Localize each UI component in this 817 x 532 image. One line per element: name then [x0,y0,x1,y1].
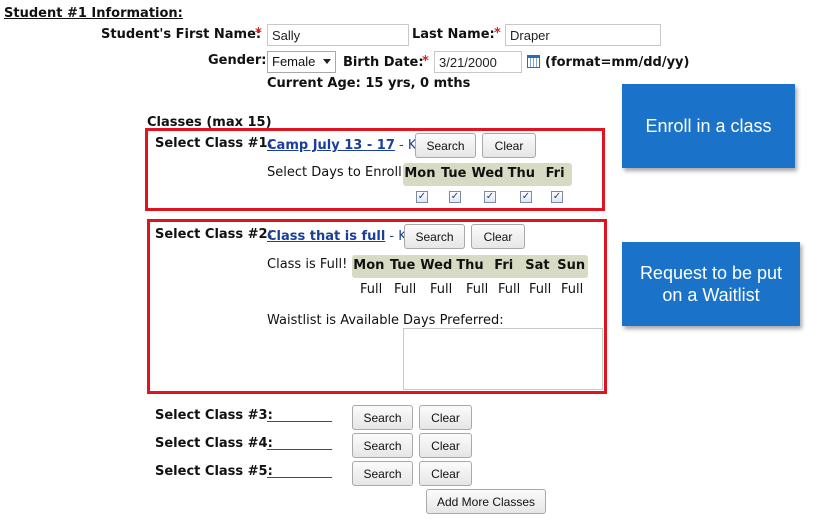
last-name-required-mark: * [494,26,501,41]
birth-date-label: Birth Date: [343,55,424,70]
class1-day-checkbox-fri[interactable]: ✓ [551,191,563,203]
gender-select[interactable]: Female [267,51,336,73]
days-preferred-label: Days Preferred: [403,313,504,328]
class1-day-checkbox-thu[interactable]: ✓ [520,191,532,203]
class-full-label: Class is Full! [267,257,348,272]
enroll-callout-text: Enroll in a class [645,115,772,136]
class1-days-header: Mon Tue Wed Thu Fri [403,163,572,186]
day-status-fri: Full [498,282,521,297]
class1-days-label: Select Days to Enroll [267,165,402,180]
class3-clear-button[interactable]: Clear [419,405,472,430]
day-header-fri: Fri [494,258,514,273]
class3-placeholder-link[interactable]: __________ [267,408,332,423]
calendar-icon[interactable] [527,55,540,68]
day-header-sat: Sat [525,258,550,273]
class5-search-button[interactable]: Search [352,461,413,486]
class1-search-button[interactable]: Search [415,133,476,158]
day-header-thu: Thu [507,166,535,181]
birth-date-required-mark: * [422,54,429,69]
class1-clear-button[interactable]: Clear [482,133,536,158]
add-more-classes-button[interactable]: Add More Classes [426,489,546,514]
class1-day-checkbox-mon[interactable]: ✓ [416,191,428,203]
day-status-sun: Full [561,282,584,297]
enroll-callout: Enroll in a class [622,84,795,168]
class4-label: Select Class #4: [155,436,273,451]
class3-search-button[interactable]: Search [352,405,413,430]
class4-clear-button[interactable]: Clear [419,433,472,458]
day-header-sun: Sun [557,258,586,273]
first-name-field[interactable] [267,24,409,46]
class1-info: Camp July 13 - 17 - KDS [267,138,435,153]
day-header-tue: Tue [389,258,416,273]
class2-label: Select Class #2: [155,227,273,242]
class5-label: Select Class #5: [155,464,273,479]
class4-placeholder-link[interactable]: __________ [267,436,332,451]
class2-days-header: Mon Tue Wed Thu Fri Sat Sun [352,255,588,278]
day-status-tue: Full [394,282,417,297]
class2-clear-button[interactable]: Clear [471,224,525,249]
day-header-wed: Wed [420,258,453,273]
day-header-thu: Thu [456,258,484,273]
class4-search-button[interactable]: Search [352,433,413,458]
waitlist-callout-line2: on a Waitlist [662,285,760,305]
day-status-thu: Full [466,282,489,297]
class1-highlight [145,128,605,211]
student-header: Student #1 Information: [4,6,183,21]
last-name-field[interactable] [505,24,661,46]
birth-date-field[interactable] [434,51,522,73]
day-status-sat: Full [529,282,552,297]
day-header-mon: Mon [404,166,436,181]
waitlist-available-label: Waistlist is Available [267,313,400,328]
class2-search-button[interactable]: Search [404,224,465,249]
class2-info: Class that is full - KDS [267,229,425,244]
class2-highlight [147,219,607,394]
gender-label: Gender: [208,53,267,68]
class1-day-checkbox-tue[interactable]: ✓ [449,191,461,203]
class5-placeholder-link[interactable]: __________ [267,464,332,479]
class1-day-checkbox-wed[interactable]: ✓ [484,191,496,203]
current-age: Current Age: 15 yrs, 0 mths [267,76,471,91]
day-status-mon: Full [360,282,383,297]
days-preferred-textarea[interactable] [403,328,603,390]
class1-label: Select Class #1: [155,136,273,151]
waitlist-callout-line1: Request to be put [639,263,783,283]
day-status-wed: Full [430,282,453,297]
first-name-label: Student's First Name: [101,27,262,42]
gender-select-value: Female [272,54,316,69]
class1-link[interactable]: Camp July 13 - 17 [267,138,395,153]
day-header-fri: Fri [545,166,565,181]
classes-header: Classes (max 15) [147,115,272,130]
last-name-label: Last Name: [412,27,495,42]
date-format-hint: (format=mm/dd/yy) [545,55,690,70]
waitlist-callout: Request to be put on a Waitlist [622,242,800,326]
class3-label: Select Class #3: [155,408,273,423]
day-header-wed: Wed [471,166,504,181]
chevron-down-icon [323,59,331,64]
day-header-tue: Tue [440,166,467,181]
class2-link[interactable]: Class that is full [267,229,386,244]
first-name-required-mark: * [255,26,262,41]
class5-clear-button[interactable]: Clear [419,461,472,486]
day-header-mon: Mon [353,258,385,273]
